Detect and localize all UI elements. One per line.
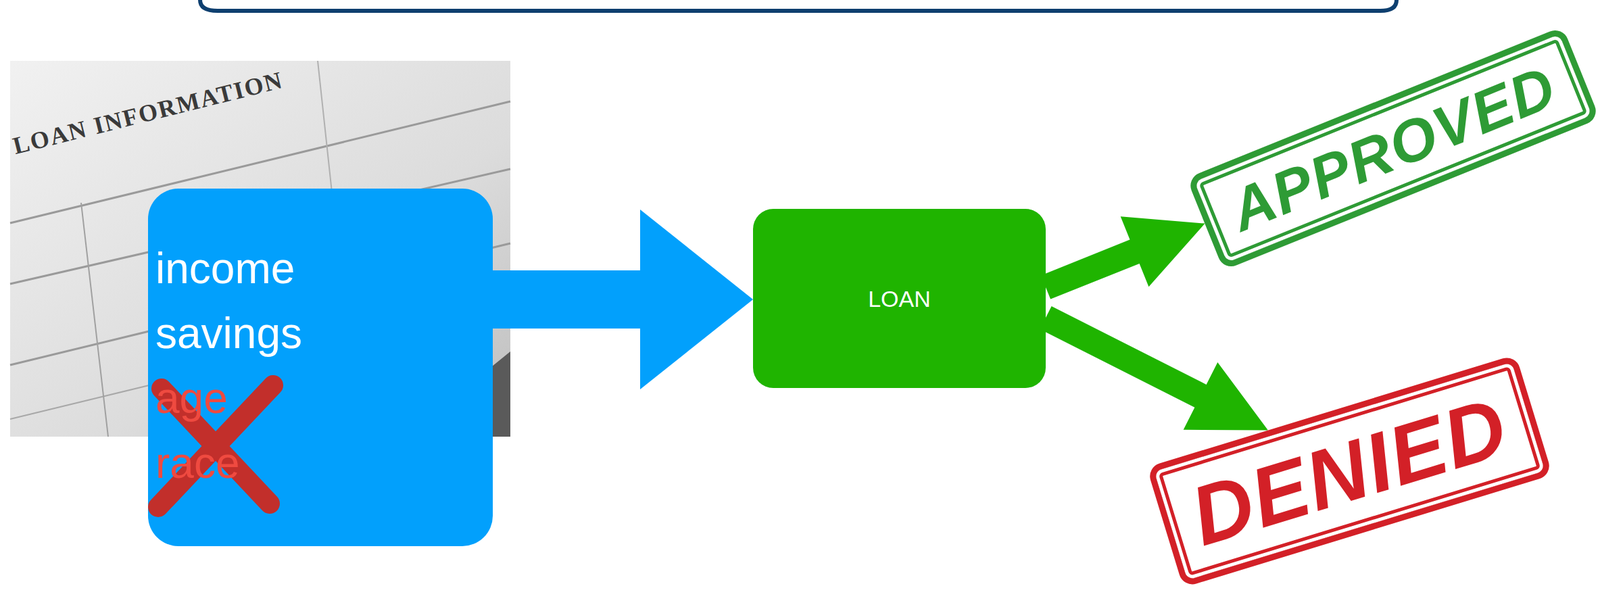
stamp-text: APPROVED <box>1220 53 1565 244</box>
approved-stamp: APPROVED <box>1186 25 1600 270</box>
feature-label: income <box>155 235 493 301</box>
form-heading: LOAN INFORMATION <box>10 65 286 161</box>
feature-label: age <box>155 365 493 431</box>
box-label: LOAN <box>867 285 931 313</box>
frame-edge <box>200 0 1397 11</box>
stamp-text: DENIED <box>1180 379 1518 564</box>
process-box: LOAN <box>753 208 1046 389</box>
flow-arrow <box>1040 216 1206 299</box>
flow-arrow <box>492 209 754 390</box>
denied-stamp: DENIED <box>1146 354 1553 589</box>
flow-arrow <box>1039 306 1269 430</box>
feature-label: race <box>155 430 493 496</box>
feature-box: incomesavingsagerace <box>148 188 493 547</box>
feature-label: savings <box>155 300 493 366</box>
